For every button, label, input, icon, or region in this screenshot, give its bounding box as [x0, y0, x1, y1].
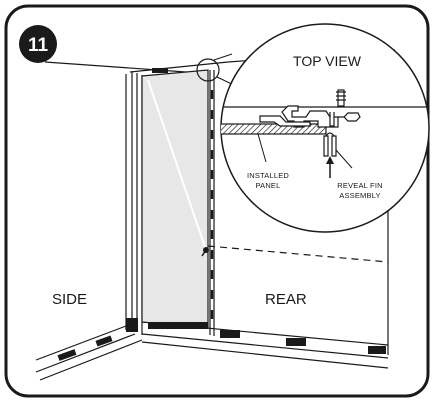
- step-number: 11: [28, 35, 49, 56]
- step-badge: 11: [19, 25, 57, 63]
- reveal-fin-label-line1: REVEAL FIN: [337, 181, 382, 190]
- installed-panel-label-line1: INSTALLED: [247, 171, 289, 180]
- rear-label: REAR: [265, 291, 307, 308]
- installed-panel-label-line2: PANEL: [255, 181, 280, 190]
- reveal-fin-label-line2: ASSEMBLY: [339, 191, 380, 200]
- zoom-source-circle: [196, 58, 220, 82]
- base-rail: [57, 68, 386, 361]
- top-view-zoom: TOP VIEW INSTALLED PANEL REVEAL FIN ASSE…: [220, 23, 430, 233]
- side-label: SIDE: [52, 291, 87, 308]
- installed-panel: [141, 69, 209, 329]
- top-view-title: TOP VIEW: [293, 53, 362, 69]
